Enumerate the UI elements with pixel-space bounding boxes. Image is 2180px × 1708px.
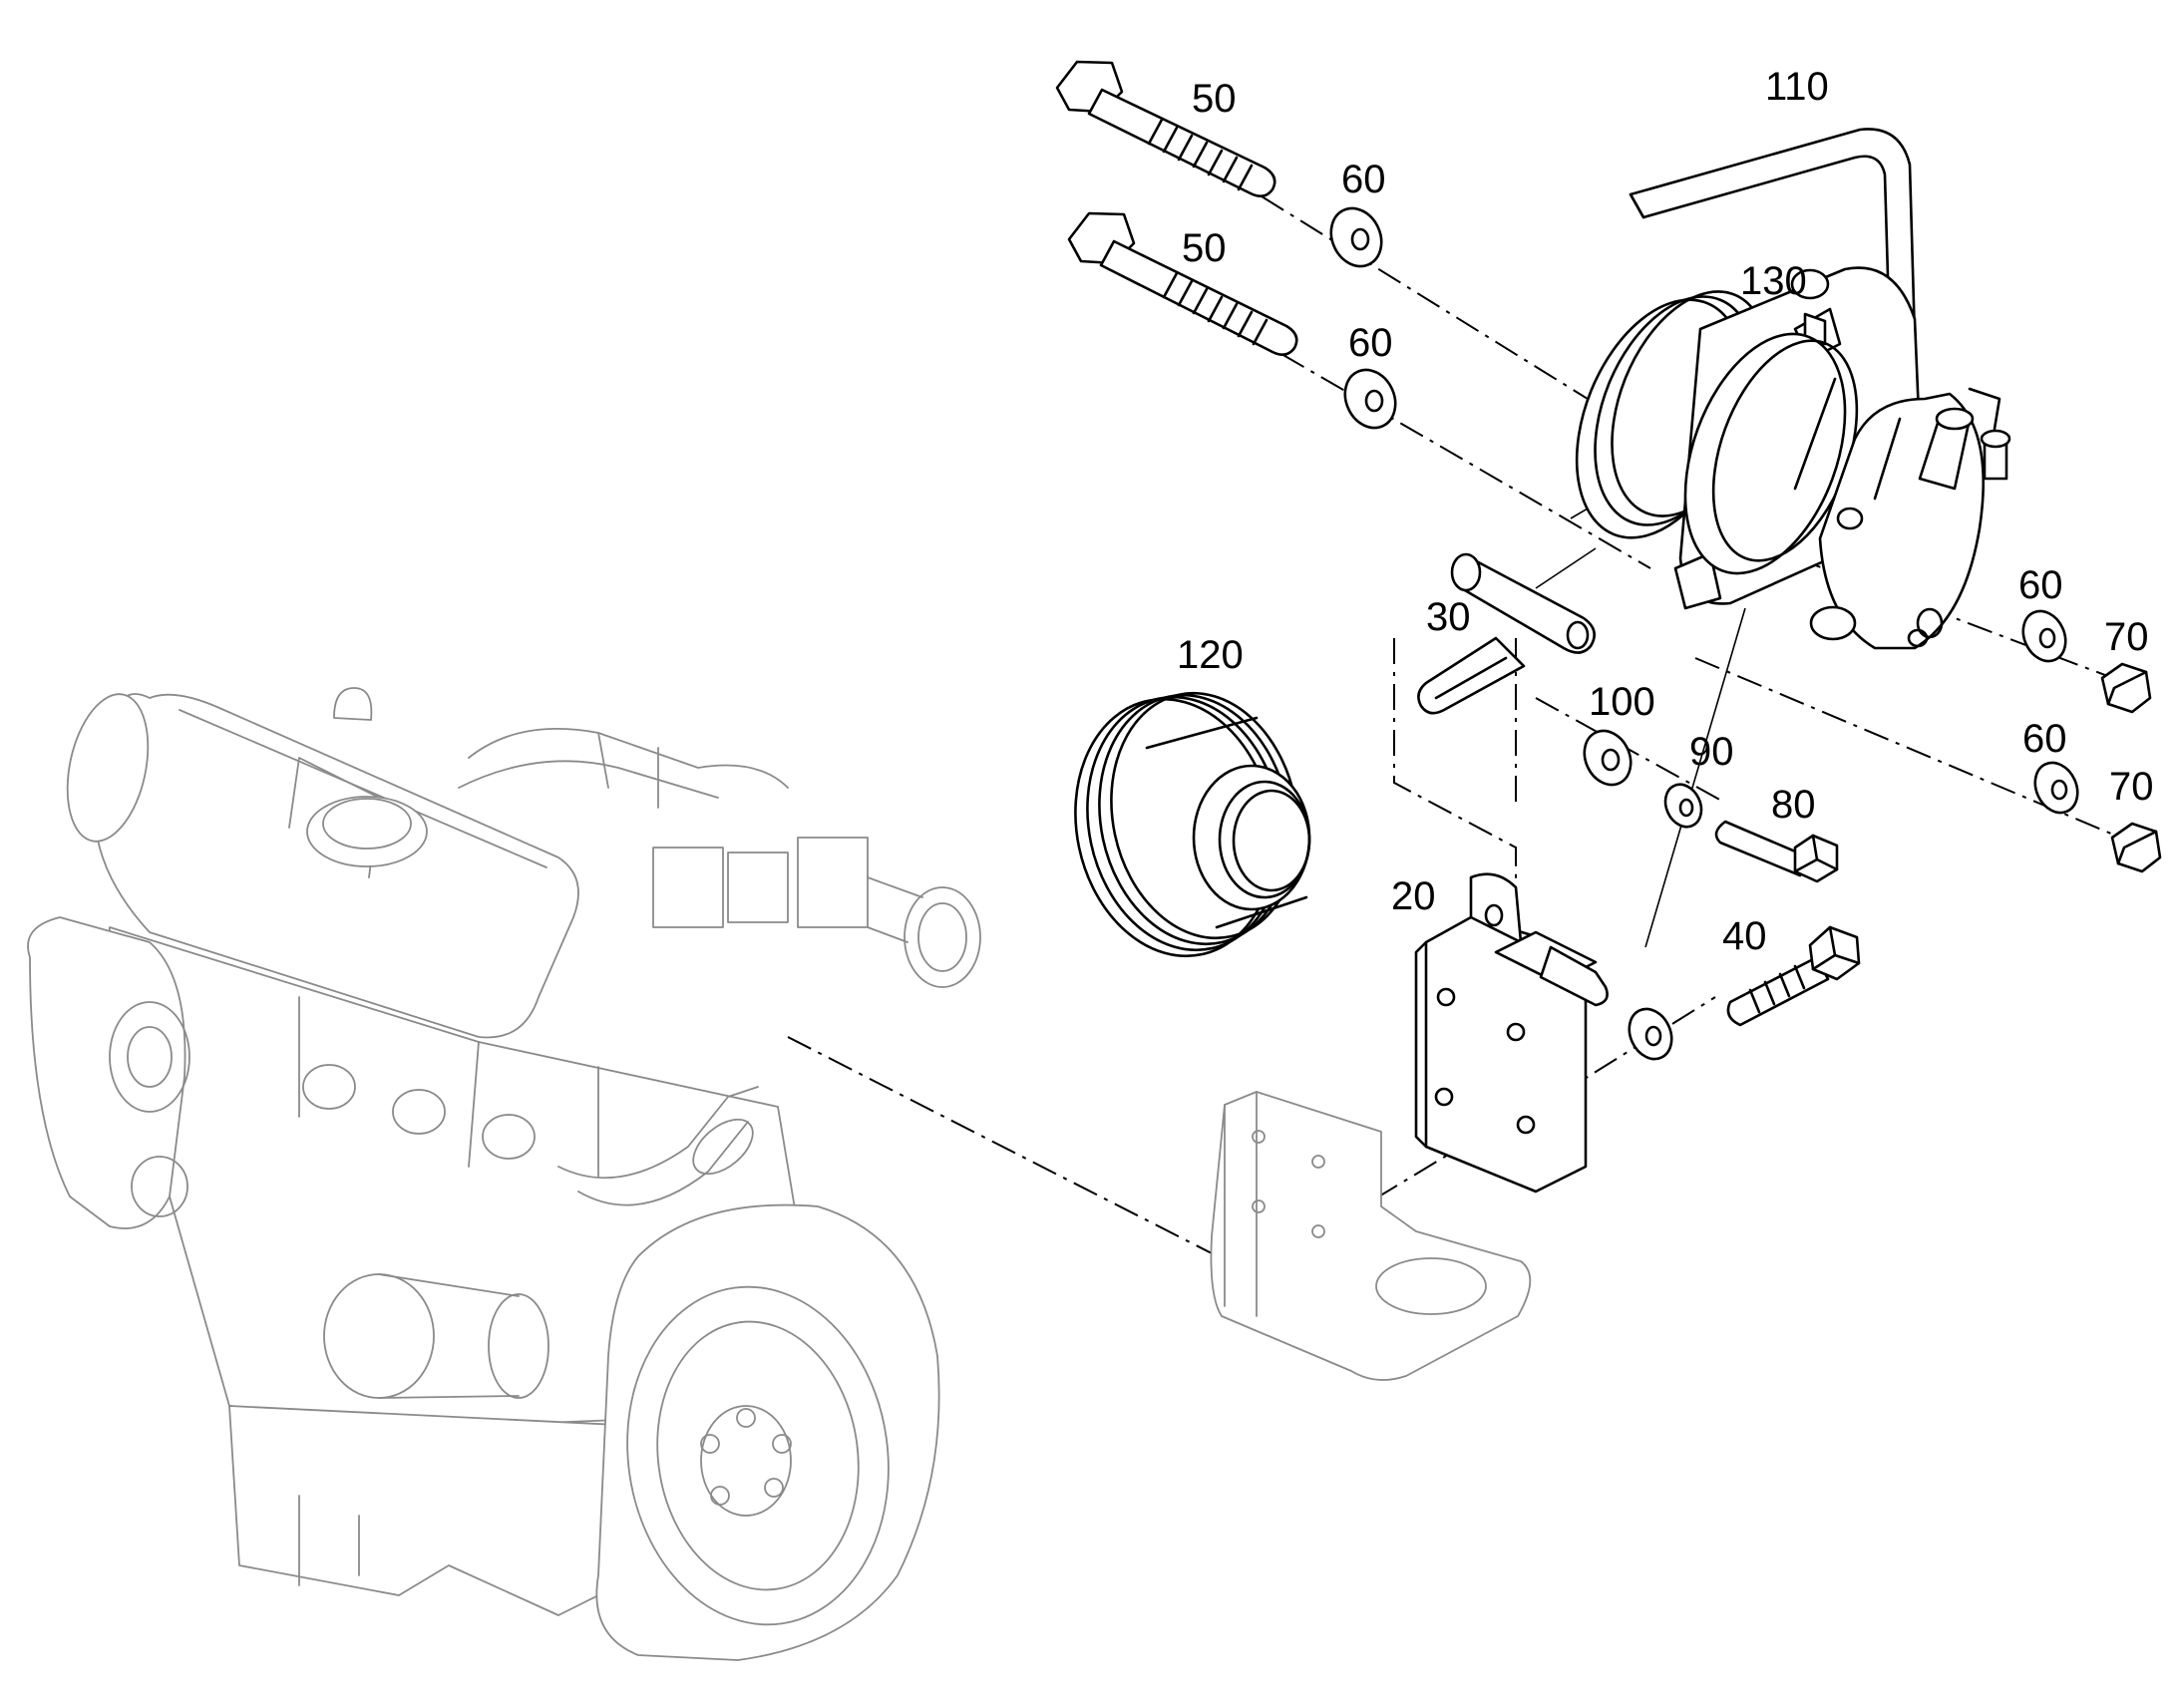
pulley-120: [1074, 691, 1311, 958]
bolt-80: [1714, 820, 1839, 883]
washer-60-c: [2021, 609, 2067, 663]
washer-60-a: [1329, 206, 1383, 268]
callout-60-upper: 60: [1341, 158, 1386, 201]
washer-40: [1628, 1007, 1673, 1061]
adjusting-link-30: [1417, 552, 1596, 715]
callout-20: 20: [1391, 874, 1436, 918]
callout-130: 130: [1740, 259, 1807, 303]
callout-70-lower: 70: [2109, 765, 2154, 809]
callout-80: 80: [1771, 783, 1816, 827]
callout-100: 100: [1589, 680, 1655, 724]
bracket-20: [1414, 872, 1609, 1194]
callout-40: 40: [1722, 914, 1767, 958]
compressor-130: [1575, 266, 2011, 650]
nut-70-b: [2110, 822, 2162, 873]
bolt-40: [1726, 925, 1861, 1027]
callout-90: 90: [1689, 730, 1734, 774]
callout-70-upper: 70: [2104, 615, 2149, 659]
washer-60-d: [2033, 761, 2079, 815]
bolt-50-upper: [1055, 60, 1276, 198]
nut-70-a: [2100, 662, 2152, 714]
callout-50-upper: 50: [1192, 77, 1237, 121]
callout-30: 30: [1426, 595, 1471, 639]
washer-60-b: [1343, 368, 1397, 430]
callout-labels: 50 60 110 50 130 60 60 30 70 120 100 60 …: [1177, 65, 2154, 958]
base-bracket: [1210, 1091, 1532, 1381]
callout-110: 110: [1765, 65, 1829, 109]
washer-90: [1663, 783, 1703, 829]
callout-60-right-lower: 60: [2022, 717, 2067, 761]
callout-120: 120: [1177, 633, 1244, 677]
bolt-50-lower: [1067, 211, 1298, 357]
callout-60-right-upper: 60: [2018, 563, 2063, 607]
callout-50-lower: 50: [1182, 226, 1227, 270]
washer-100: [1583, 729, 1633, 787]
callout-60-middle: 60: [1348, 321, 1393, 365]
engine-assembly: [27, 687, 981, 1661]
